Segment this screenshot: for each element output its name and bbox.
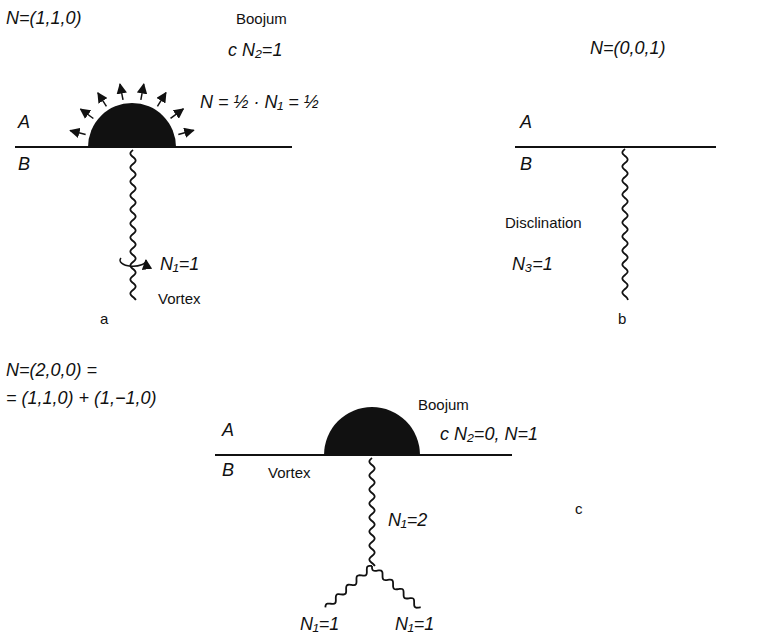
panel-letter: a — [100, 310, 108, 327]
defect-name: Disclination — [505, 214, 582, 231]
vortex-charge: N₁=1 — [300, 614, 339, 635]
interface-line — [515, 146, 716, 148]
disclination-charge: N₃=1 — [512, 254, 553, 275]
panel-formula: N=(0,0,1) — [590, 38, 666, 59]
boojum-charge: c N₂=0, N=1 — [440, 424, 538, 445]
vortex-charge: N₁=1 — [395, 614, 434, 635]
boojum-dome — [324, 407, 420, 455]
defect-name: Boojum — [418, 396, 469, 413]
radial-arrow — [70, 130, 85, 134]
defect-name: Vortex — [158, 290, 201, 307]
defect-line — [622, 149, 628, 300]
radial-arrow — [141, 84, 144, 100]
boojum-charge: c N₂=1 — [228, 40, 282, 61]
panel-letter: b — [618, 310, 626, 327]
radial-arrow — [178, 130, 193, 134]
phase-label: A — [222, 420, 234, 441]
panel-letter: c — [575, 500, 583, 517]
panel-formula: N=(1,1,0) — [6, 8, 82, 29]
radial-arrow — [98, 93, 107, 107]
vortex-charge: N₁=1 — [160, 254, 199, 275]
phase-label: B — [18, 154, 30, 175]
panel-formula: = (1,1,0) + (1,−1,0) — [6, 388, 157, 409]
radial-arrows — [70, 84, 194, 134]
phase-label: A — [18, 112, 30, 133]
phase-label: A — [520, 112, 532, 133]
defect-line — [325, 566, 372, 608]
phase-label: B — [222, 460, 234, 481]
vortex-charge: N₁=2 — [388, 510, 427, 531]
radial-arrow — [157, 93, 165, 107]
radial-arrow — [171, 109, 184, 119]
wavy-lines — [130, 149, 628, 608]
radial-arrow — [80, 109, 93, 118]
panel-formula: N=(2,0,0) = — [6, 360, 97, 381]
boojum-charge: N = ½ · N₁ = ½ — [200, 92, 319, 113]
radial-arrow — [120, 84, 123, 100]
boojum-dome — [88, 103, 176, 147]
defect-line — [369, 458, 375, 566]
defect-name: Vortex — [268, 464, 311, 481]
defect-line — [372, 566, 421, 608]
defect-name: Boojum — [236, 10, 287, 27]
phase-label: B — [520, 154, 532, 175]
defect-line — [130, 150, 136, 300]
